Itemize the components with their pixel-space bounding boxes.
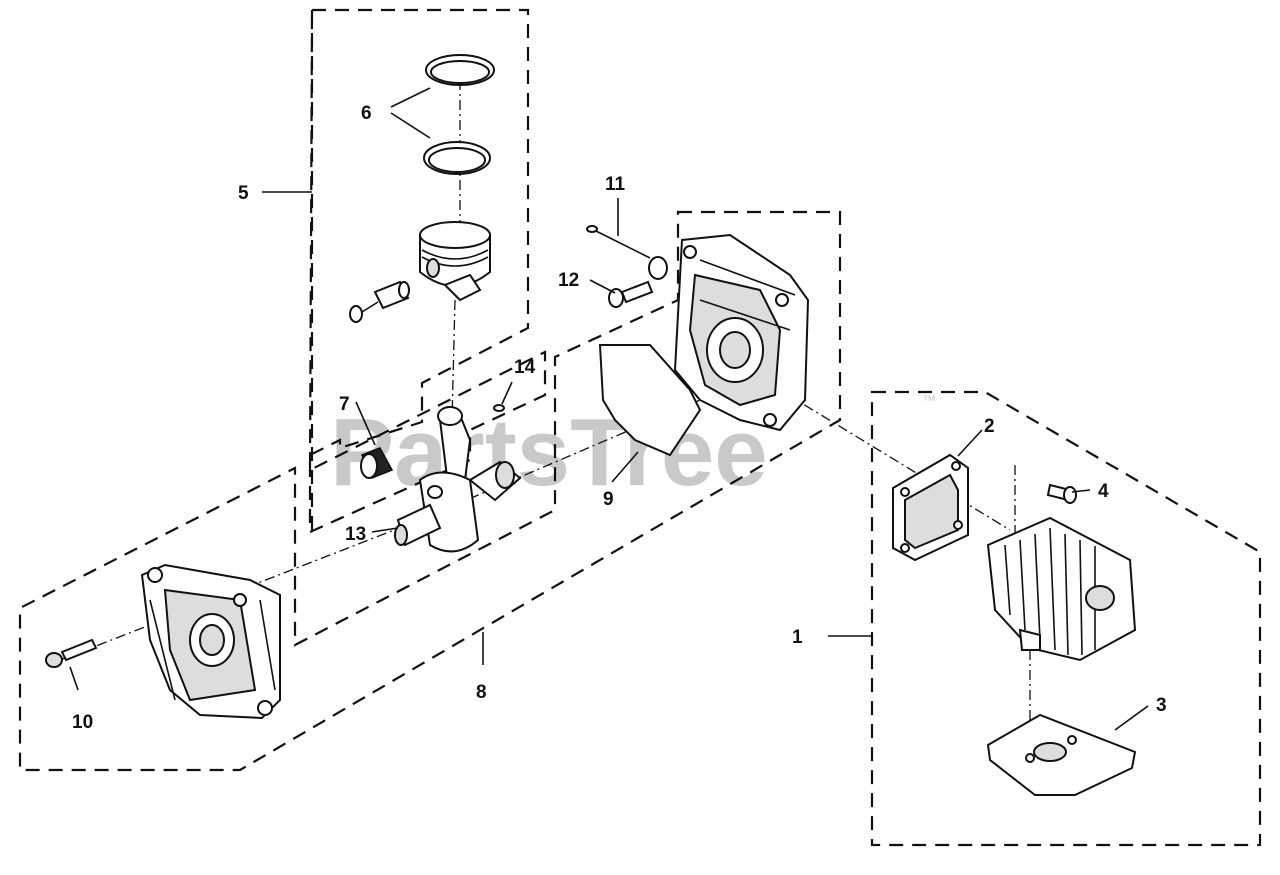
callout-7: 7 xyxy=(339,394,350,415)
woodruff-key xyxy=(493,404,505,412)
callout-10: 10 xyxy=(72,712,93,733)
assembly-axis-main xyxy=(59,389,1011,661)
callout-8: 8 xyxy=(476,682,487,703)
callout-14: 14 xyxy=(514,357,536,378)
cylinder-gasket xyxy=(892,453,969,562)
screw-12 xyxy=(608,280,654,308)
screw-10 xyxy=(45,638,98,668)
watermark-trademark: ™ xyxy=(922,392,936,408)
callout-6: 6 xyxy=(361,103,372,124)
watermark: PartsTree xyxy=(330,399,768,506)
callout-2: 2 xyxy=(984,416,995,437)
group-box-5-piston xyxy=(308,8,547,534)
leader-lines xyxy=(69,87,1149,731)
crankcase-right-half xyxy=(673,233,810,432)
cylinder-base-gasket xyxy=(986,713,1137,796)
needle-bearing xyxy=(360,447,394,479)
assembly-axis-cylinder xyxy=(1014,465,1031,760)
callout-3: 3 xyxy=(1156,695,1167,716)
callout-9: 9 xyxy=(603,489,614,510)
screw-4 xyxy=(1046,483,1077,504)
crankshaft-connecting-rod xyxy=(394,406,522,553)
callout-12: 12 xyxy=(558,270,579,291)
callout-1: 1 xyxy=(792,627,803,648)
piston-rings xyxy=(423,54,495,175)
ground-wire xyxy=(586,225,668,280)
piston-assembly xyxy=(349,221,491,323)
callout-11: 11 xyxy=(605,174,626,195)
crankcase-left-half xyxy=(140,563,281,720)
crankcase-gasket xyxy=(598,344,702,457)
callout-5: 5 xyxy=(238,183,249,204)
group-box-1-cylinder xyxy=(870,390,1262,847)
group-box-8-crankcase xyxy=(18,210,842,772)
callout-4: 4 xyxy=(1098,481,1109,502)
cylinder xyxy=(986,516,1137,662)
callout-13: 13 xyxy=(345,524,366,545)
